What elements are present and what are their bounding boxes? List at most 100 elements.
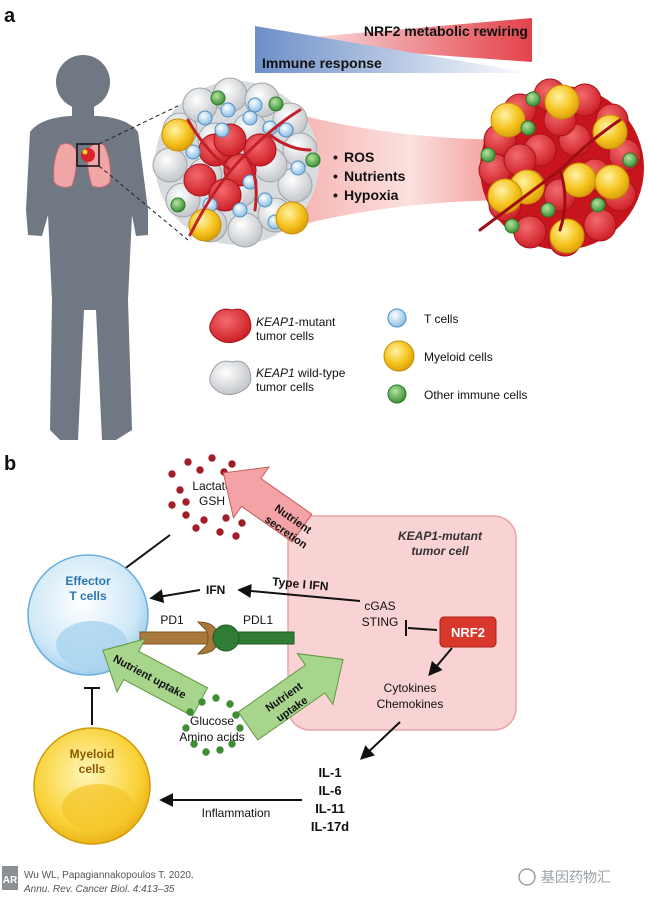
glucose-amino-acid-molecule [236, 724, 244, 732]
myeloid-label-2: cells [79, 762, 106, 776]
legend-keap1-mutant-cell [209, 308, 252, 344]
nrf2-box [439, 616, 497, 648]
myeloid-cell [490, 102, 526, 138]
cgas-label: cGAS [364, 599, 395, 613]
effector-label-1: Effector [65, 574, 111, 588]
effector-label-2: T cells [69, 589, 107, 603]
legend-keap1-mutant-label: KEAP1-mutant [256, 315, 336, 329]
annual-reviews-logo: AR [2, 866, 18, 890]
myeloid-inhibition [84, 687, 100, 725]
keap1-mutant-tumor-cell [287, 515, 517, 731]
legend-keap1-wildtype-cell [209, 360, 252, 396]
inflammation-label: Inflammation [202, 806, 271, 820]
wildtype-tumor-cell [152, 147, 188, 183]
tumor-early [152, 77, 321, 248]
glucose-amino-acid-molecule [186, 708, 194, 716]
lactate-gsh-molecule [184, 458, 192, 466]
other-immune-cell [622, 152, 638, 168]
lactate-gsh-molecule [222, 514, 230, 522]
t-cell [220, 102, 236, 118]
legend-keap1-wildtype-line2: tumor cells [256, 380, 314, 394]
myeloid-cell [33, 727, 151, 845]
lungs [53, 142, 111, 188]
nutrient-secretion-arrow [222, 466, 313, 543]
mutant-tumor-cell [243, 133, 277, 167]
legend-t-cells-label: T cells [424, 312, 458, 326]
factor-ros: ROS [344, 149, 374, 165]
lactate-gsh-molecule [192, 524, 200, 532]
pdl1-ligand [212, 624, 295, 652]
myeloid-cell [561, 162, 597, 198]
sting-label: STING [362, 615, 399, 629]
other-immune-cell [480, 147, 496, 163]
lactate-gsh-molecule [232, 532, 240, 540]
panel-a-label: a [4, 5, 16, 27]
t-cell [290, 160, 306, 176]
immune-response-gradient [255, 26, 532, 73]
mutant-tumor-cell [513, 215, 547, 249]
nrf2-rewiring-gradient [255, 18, 532, 62]
legend-myeloid-label: Myeloid cells [424, 350, 493, 364]
nutrient-uptake-left-arrow [102, 638, 209, 717]
wildtype-tumor-cell [227, 212, 263, 248]
glucose-label: Glucose [190, 714, 234, 728]
factor-hypoxia: Hypoxia [344, 187, 399, 203]
lactate-gsh-molecule [216, 528, 224, 536]
other-immune-cell [170, 197, 186, 213]
other-immune-cell [268, 96, 284, 112]
glucose-amino-acid-molecule [212, 694, 220, 702]
factor-hypoxia-bullet: • [333, 187, 338, 203]
factor-ros-bullet: • [333, 149, 338, 165]
t-cell [185, 144, 201, 160]
t-cell [197, 110, 213, 126]
lactate-gsh-molecule [176, 486, 184, 494]
glucose-amino-acid-molecule [190, 740, 198, 748]
other-immune-cell [525, 91, 541, 107]
other-immune-cell [520, 120, 536, 136]
il-11-label: IL-11 [315, 801, 345, 816]
il-17d-label: IL-17d [311, 819, 349, 834]
tumor-progression-flow [300, 115, 520, 225]
other-immune-cell [305, 152, 321, 168]
lactate-gsh-molecule [200, 516, 208, 524]
type1-ifn-label: Type I IFN [272, 575, 329, 594]
myeloid-cell [594, 164, 630, 200]
glucose-amino-acid-dots [182, 694, 244, 756]
other-immune-cell [540, 202, 556, 218]
t-cell [242, 110, 258, 126]
blood-vessels-early [186, 108, 312, 237]
legend-keap1-mutant-line2: tumor cells [256, 329, 314, 343]
ifn-arrow [149, 589, 201, 604]
myeloid-cell [592, 114, 628, 150]
lactate-label: Lactate [192, 479, 232, 493]
t-cell [278, 122, 294, 138]
lactate-gsh-molecule [228, 460, 236, 468]
nrf2-rewiring-label: NRF2 metabolic rewiring [364, 23, 528, 39]
chemokines-label: Chemokines [377, 697, 444, 711]
lactate-gsh-molecule [208, 454, 216, 462]
mutant-tumor-cell [183, 163, 217, 197]
gsh-label: GSH [199, 494, 225, 508]
lactate-gsh-molecule [168, 501, 176, 509]
glucose-amino-acid-molecule [216, 746, 224, 754]
t-cell [257, 192, 273, 208]
glucose-amino-acid-molecule [226, 700, 234, 708]
zoom-line-bottom [98, 165, 189, 241]
cytokines-label: Cytokines [384, 681, 437, 695]
myeloid-cell [161, 118, 195, 152]
panel-b-label: b [4, 453, 16, 475]
t-cell [214, 122, 230, 138]
legend: KEAP1-mutant tumor cells KEAP1 wild-type… [209, 308, 527, 404]
mutant-tumor-cell [583, 208, 617, 242]
citation-line-2: Annu. Rev. Cancer Biol. 4:413–35 [23, 884, 175, 895]
type1-ifn-arrow [237, 584, 361, 602]
lactate-gsh-molecule [238, 519, 246, 527]
myeloid-cell [544, 84, 580, 120]
legend-other-immune-icon [387, 384, 407, 404]
legend-other-immune-label: Other immune cells [424, 388, 527, 402]
pd1-label: PD1 [160, 613, 184, 627]
chemokines-to-il-arrow [359, 721, 401, 760]
nutrient-uptake-right-arrow [237, 652, 344, 741]
ifn-label: IFN [206, 583, 225, 597]
